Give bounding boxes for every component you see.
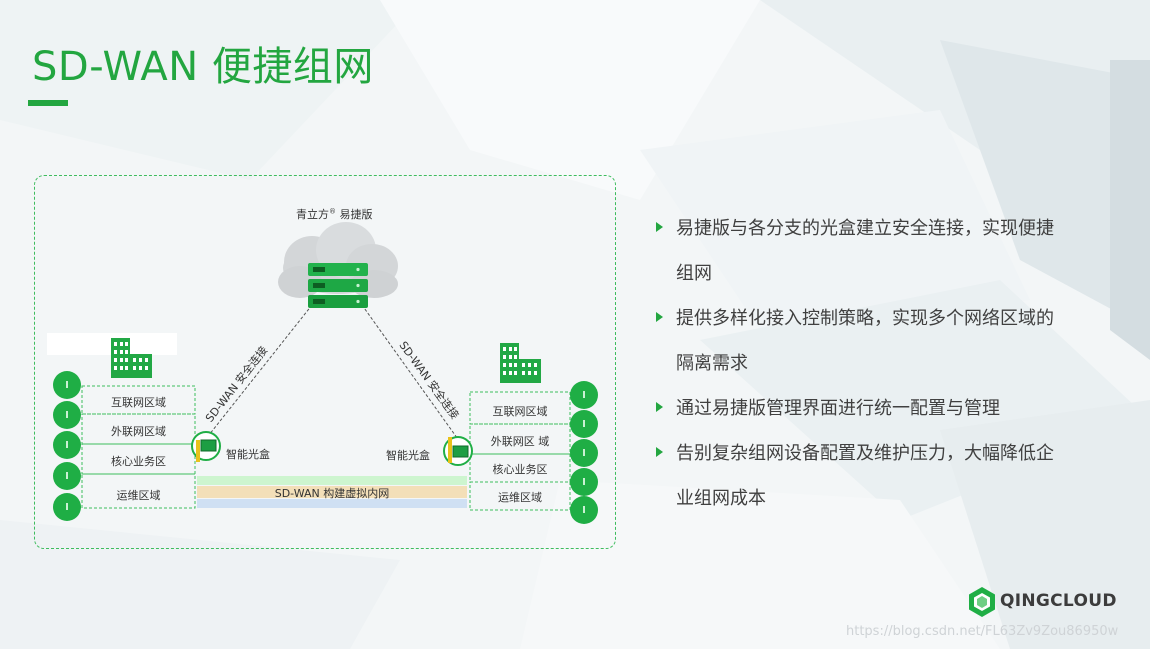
right-smart-box-icon (443, 436, 473, 466)
triangle-bullet-icon (656, 222, 663, 232)
vnet-band-blue (197, 499, 467, 508)
left-zone-label-4: 运维区域 (116, 489, 161, 502)
left-secure-link (204, 304, 313, 441)
vnet-band-tan (197, 486, 467, 498)
feature-text: 告别复杂组网设备配置及维护压力，大幅降低企业组网成本 (676, 443, 1054, 509)
diagram-frame (34, 175, 616, 549)
triangle-bullet-icon (656, 312, 663, 322)
watermark: https://blog.csdn.net/FL63Zv9Zou86950w (846, 624, 1119, 639)
triangle-bullet-icon (656, 447, 663, 457)
feature-text: 通过易捷版管理界面进行统一配置与管理 (676, 398, 1000, 419)
left-zone-boxes (81, 385, 196, 509)
qingcloud-logo-icon (969, 587, 995, 617)
feature-item: 告别复杂组网设备配置及维护压力，大幅降低企业组网成本 (656, 431, 1056, 521)
feature-text: 提供多样化接入控制策略，实现多个网络区域的隔离需求 (676, 308, 1054, 374)
slide-title: SD-WAN 便捷组网 (32, 44, 374, 90)
left-zone-label-3: 核心业务区 (111, 455, 166, 468)
left-smart-box-icon (191, 431, 221, 462)
left-zone-label-2: 外联网区域 (111, 425, 166, 438)
triangle-bullet-icon (656, 402, 663, 412)
left-building-icon (111, 338, 152, 378)
left-zone-label-1: 互联网区域 (111, 396, 166, 409)
right-zone-label-3: 核心业务区 (492, 463, 548, 476)
right-zone-label-2: 外联网区 域 (490, 435, 550, 448)
left-smart-box-label: 智能光盒 (226, 448, 270, 461)
cloud-label: 青立方® 易捷版 (296, 207, 373, 221)
right-secure-link (361, 304, 461, 443)
server-stack-icon (308, 263, 368, 308)
virtual-network-label: SD-WAN 构建虚拟内网 (274, 487, 390, 500)
feature-text: 易捷版与各分支的光盒建立安全连接，实现便捷组网 (676, 218, 1054, 284)
right-building-icon (500, 343, 541, 383)
vnet-band-green (197, 476, 467, 485)
logo-text: QINGCLOUD (1000, 591, 1117, 611)
right-zone-label-4: 运维区域 (498, 491, 542, 504)
feature-item: 提供多样化接入控制策略，实现多个网络区域的隔离需求 (656, 296, 1056, 386)
right-smart-box-label: 智能光盒 (386, 449, 430, 462)
right-zone-label-1: 互联网区域 (492, 405, 548, 418)
feature-item: 易捷版与各分支的光盒建立安全连接，实现便捷组网 (656, 206, 1056, 296)
right-zone-nodes (570, 381, 598, 524)
title-underline (28, 100, 68, 106)
feature-list: 易捷版与各分支的光盒建立安全连接，实现便捷组网 提供多样化接入控制策略，实现多个… (656, 206, 1056, 521)
right-zone-boxes (469, 391, 571, 511)
feature-item: 通过易捷版管理界面进行统一配置与管理 (656, 386, 1056, 431)
left-zone-nodes (53, 371, 81, 521)
